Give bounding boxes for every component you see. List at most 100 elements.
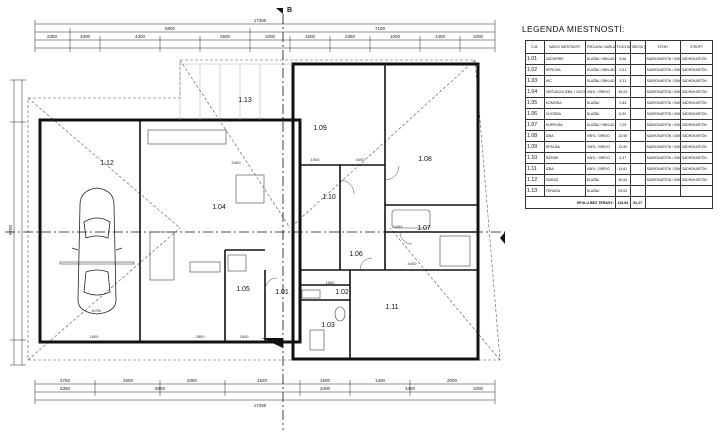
dim-top-a: 6800 [165,26,176,31]
bottom-dimension-texts: 2750 2500 2050 1520 1500 1400 2000 2350 … [60,378,484,408]
legend-cell-walls: SÁDROKARTÓN / OMIETKA [644,130,682,142]
dim-bot-b5: 1000 [473,386,484,391]
legend-cell-no: 1.07 [525,119,545,131]
legend-header: NÁZOV MIESTNOSTI [543,40,586,54]
dim-in-2: 4400 [408,261,418,266]
section-label-b: B [287,7,292,14]
room-label-1-08: 1.08 [418,156,432,163]
legend-cell-walls: SÁDROKARTÓN / OMIETKA [644,53,682,65]
room-label-1-03: 1.03 [321,322,335,329]
dim-bot-a6: 1400 [375,378,386,383]
legend-cell-no: 1.08 [525,130,545,142]
legend-cell-name: CHODBA [543,108,586,120]
legend-cell-no: 1.03 [525,75,545,87]
room-label-1-11: 1.11 [385,304,398,311]
legend-cell-name: IZBA [543,130,586,142]
dim-in-5: 1650 [326,280,336,285]
dim-bot-a4: 1520 [257,378,268,383]
dim-top-c3: 4300 [135,34,146,39]
legend-cell-name: SPÁLŇA [543,141,586,153]
room-label-1-07: 1.07 [417,225,431,232]
dim-top-overall: 17280 [254,18,267,23]
dim-in-1: 5450 [232,160,242,165]
legend-cell-ceil: SÁDROKARTÓN [680,86,713,98]
legend-cell-area: 30,54 [614,174,631,186]
exterior-walls [38,62,480,361]
legend-title: LEGENDA MIESTNOSTÍ: [522,24,625,34]
dim-bot-overall: 17280 [254,403,267,408]
legend-cell-walls: SÁDROKARTÓN / OMIETKA [644,86,682,98]
legend-header: OBVOD [m] [629,40,646,54]
legend-cell-floor: DLAŽBA / OBKLAD [584,64,616,76]
legend-cell-area: 29,02 [614,185,631,197]
legend-cell-floor: DLAŽBA [584,108,616,120]
legend-cell-no: 1.04 [525,86,545,98]
dim-bot-b2: 5800 [155,386,166,391]
bathroom-fixtures [301,209,471,351]
legend-cell-ceil: SÁDROKARTÓN [680,53,713,65]
legend-cell-floor: DLAŽBA / OBKLAD [584,119,616,131]
car-outline [71,187,123,315]
dim-top-c10: 1000 [473,34,484,39]
legend-cell-area: 7,29 [614,119,631,131]
legend-cell-ceil: SÁDROKARTÓN [680,97,713,109]
interior-walls [139,64,478,359]
legend-cell-perim [629,130,646,142]
section-arrows [262,8,505,348]
legend-cell-area: 2,83 [614,97,631,109]
legend-cell-floor: VINYL / DREVO [584,152,616,164]
legend-cell-walls: SÁDROKARTÓN / OMIETKA [644,163,682,175]
legend-cell-walls: SÁDROKARTÓN / OMIETKA [644,97,682,109]
garage-drain [59,261,135,265]
room-label-1-09: 1.09 [313,125,327,132]
legend-cell-floor: DLAŽBA [584,97,616,109]
legend-cell-floor: VINYL / DREVO [584,130,616,142]
legend-cell-perim [629,163,646,175]
dim-bot-a5: 1500 [320,378,331,383]
legend-cell-no: 1.11 [525,163,545,175]
room-label-1-01: 1.01 [275,289,289,296]
legend-cell-ceil: SÁDROKARTÓN [680,108,713,120]
dim-in-8: 1600 [240,334,250,339]
legend-cell-floor: DLAŽBA / OBKLAD [584,75,616,87]
legend-cell-name: KÚPEĽŇA [543,119,586,131]
legend-sum-empty [644,196,714,209]
legend-cell-area: 3,31 [614,75,631,87]
legend-cell-no: 1.06 [525,108,545,120]
legend-cell-no: 1.09 [525,141,545,153]
dim-top-c4: 2500 [220,34,231,39]
dim-top-c1: 2350 [47,34,58,39]
legend-sum-area: 119,94 [614,196,631,209]
legend-cell-walls [644,185,682,197]
legend-cell-area: 45,03 [614,86,631,98]
dim-top-c2: 1000 [80,34,91,39]
dim-top-c9: 1400 [435,34,446,39]
legend-cell-perim [629,97,646,109]
legend-cell-ceil: SÁDROKARTÓN [680,141,713,153]
legend-cell-walls: SÁDROKARTÓN / OMIETKA [644,174,682,186]
legend-cell-name: GARÁŽ [543,174,586,186]
legend-cell-no: 1.02 [525,64,545,76]
inner-dimension-texts: 5450 4400 3400 1500 1650 3450 2800 1600 … [90,157,418,339]
legend-cell-floor: DLAŽBA [584,174,616,186]
legend-cell-ceil: SÁDROKARTÓN [680,130,713,142]
legend-cell-name: KOMORA [543,97,586,109]
dim-in-4: 1500 [311,157,321,162]
legend-header: STROPY [680,40,713,54]
room-label-1-02: 1.02 [335,289,349,296]
legend-cell-area: 12,80 [614,141,631,153]
legend-cell-ceil: SÁDROKARTÓN [680,163,713,175]
legend-cell-area: 5,66 [614,53,631,65]
dim-in-6: 3450 [394,224,404,229]
legend-cell-perim [629,152,646,164]
dim-bot-b4: 3400 [405,386,416,391]
legend-cell-perim [629,86,646,98]
